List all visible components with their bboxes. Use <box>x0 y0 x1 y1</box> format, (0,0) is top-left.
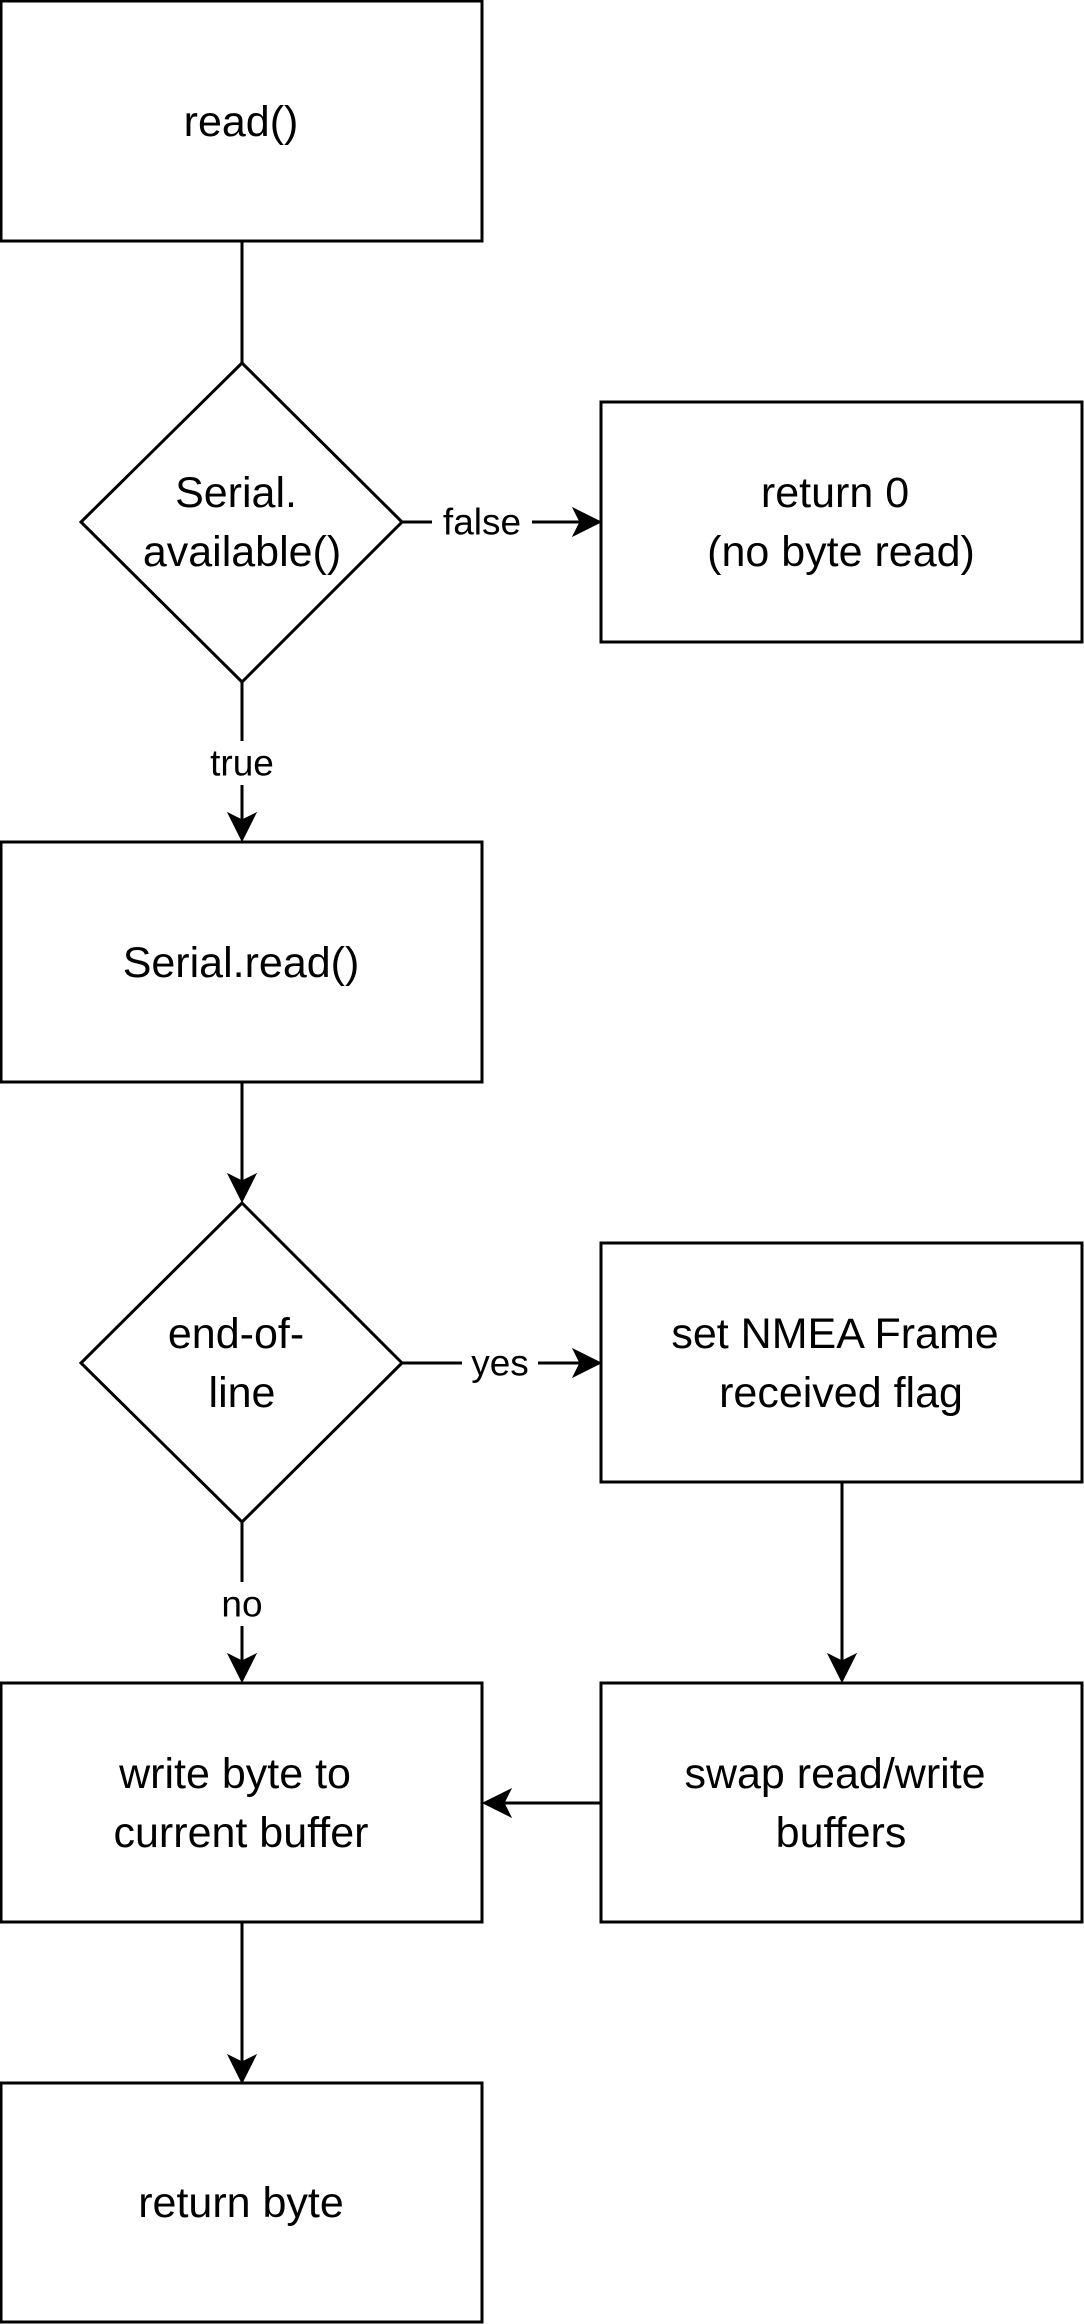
node-swap-buffers-line-1: swap read/write <box>684 1750 985 1798</box>
node-serial-read: Serial.read() <box>0 840 484 1084</box>
edge-label-no: no <box>221 1584 262 1625</box>
arrowhead-right-icon <box>571 506 603 538</box>
node-end-of-line: end-of- line <box>78 1200 405 1525</box>
node-end-of-line-line-2: line <box>209 1369 276 1417</box>
node-return-zero: return 0 (no byte read) <box>599 400 1084 644</box>
arrowhead-down-icon <box>226 1652 258 1684</box>
edge-end-of-line-to-write-byte: no <box>210 1523 274 1684</box>
svg-text:swap read/write buffer: swap read/write buffers <box>684 1750 997 1857</box>
arrowhead-down-icon <box>826 1652 858 1684</box>
svg-text:read(): read() <box>184 98 299 146</box>
edge-write-byte-to-return-byte <box>226 1923 258 2085</box>
arrowhead-down-icon <box>226 1172 258 1204</box>
svg-text:write byte to current: write byte to current buffer <box>114 1750 369 1857</box>
svg-text:Serial. available(): Serial. available() <box>143 469 341 576</box>
node-return-zero-line-2: (no byte read) <box>707 528 975 576</box>
edge-serial-read-to-end-of-line <box>226 1083 258 1204</box>
node-return-byte-line-1: return byte <box>138 2179 344 2227</box>
node-return-byte: return byte <box>0 2081 484 2324</box>
node-serial-available-line-1: Serial. <box>175 469 297 517</box>
node-write-byte-line-2: current buffer <box>114 1809 369 1857</box>
edge-swap-buffers-to-write-byte <box>481 1787 601 1819</box>
node-read: read() <box>0 0 484 243</box>
node-read-line-1: read() <box>184 98 299 146</box>
svg-text:return 0 (no byte read: return 0 (no byte read) <box>707 469 975 576</box>
svg-text:Serial.read(): Serial.read() <box>123 939 360 987</box>
arrowhead-left-icon <box>481 1787 513 1819</box>
node-swap-buffers: swap read/write buffers <box>599 1681 1084 1924</box>
node-return-zero-line-1: return 0 <box>761 469 909 517</box>
edge-label-yes: yes <box>471 1343 529 1384</box>
svg-text:return byte: return byte <box>138 2179 344 2227</box>
node-write-byte: write byte to current buffer <box>0 1681 484 1924</box>
edge-serial-available-to-return-zero: false <box>402 500 603 544</box>
edges-layer: false true yes no <box>200 242 858 2085</box>
arrowhead-down-icon <box>226 811 258 843</box>
node-serial-available-line-2: available() <box>143 528 341 576</box>
edge-label-true: true <box>210 743 274 784</box>
edge-set-flag-to-swap-buffers <box>826 1483 858 1684</box>
node-end-of-line-line-1: end-of- <box>168 1310 304 1358</box>
edge-label-false: false <box>443 502 521 543</box>
node-set-flag: set NMEA Frame received flag <box>599 1241 1084 1484</box>
edge-end-of-line-to-set-flag: yes <box>402 1341 603 1385</box>
edge-serial-available-to-serial-read: true <box>200 682 284 843</box>
node-swap-buffers-line-2: buffers <box>776 1809 907 1857</box>
node-set-flag-line-1: set NMEA Frame <box>671 1310 998 1358</box>
arrowhead-right-icon <box>571 1347 603 1379</box>
svg-text:end-of- line: end-of- line <box>168 1310 316 1417</box>
node-serial-available: Serial. available() <box>78 360 405 685</box>
arrowhead-down-icon <box>226 2053 258 2085</box>
node-set-flag-line-2: received flag <box>719 1369 963 1417</box>
node-serial-read-line-1: Serial.read() <box>123 939 360 987</box>
svg-text:set NMEA Frame receive: set NMEA Frame received flag <box>671 1310 1010 1417</box>
node-write-byte-line-1: write byte to <box>118 1750 351 1798</box>
